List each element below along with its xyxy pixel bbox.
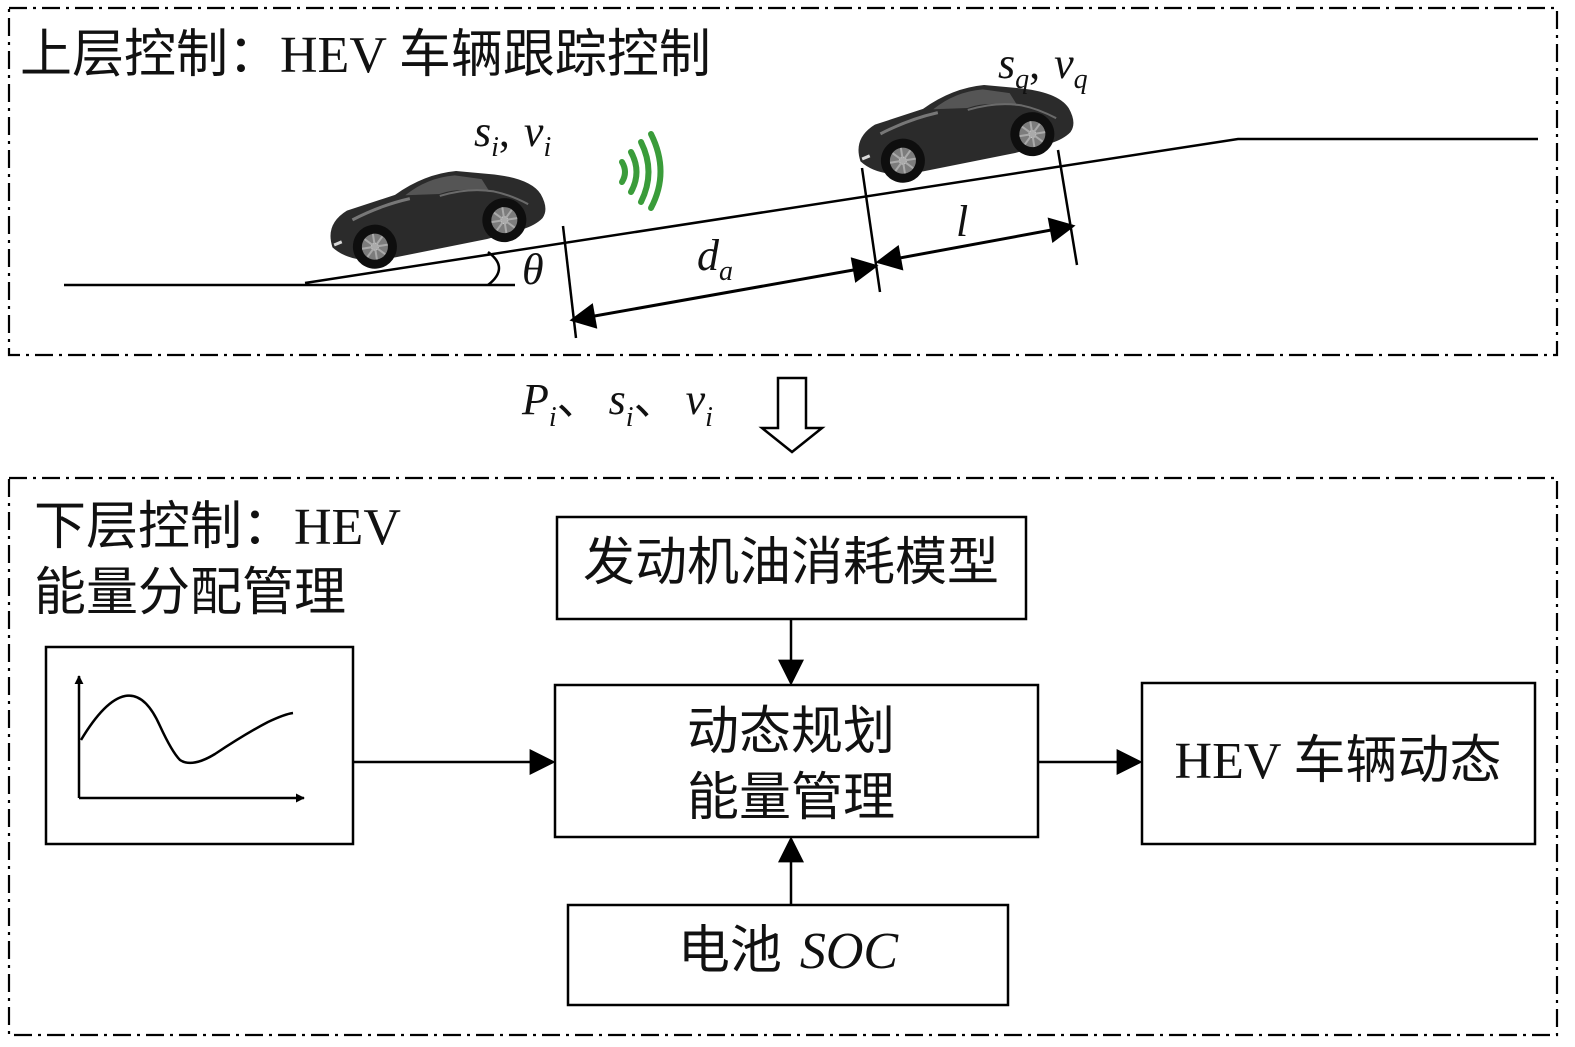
- front-car-icon: [849, 70, 1081, 191]
- driving-profile-box: [44, 645, 355, 846]
- dp-label-line1: 动态规划: [687, 704, 895, 761]
- lower-control-frame: [7, 476, 1559, 1037]
- slope-angle-arc: [487, 250, 501, 286]
- gap-extension-front: [860, 167, 882, 293]
- wireless-signal-icon: [619, 131, 664, 211]
- dp-energy-management-box: [553, 683, 1040, 839]
- battery-soc-box: [566, 903, 1010, 1007]
- hev-vehicle-dynamics-box: [1140, 681, 1537, 846]
- gap-dimension-arrow: [569, 257, 879, 329]
- length-extension-right: [1056, 149, 1079, 266]
- vehicle-length-label: l: [956, 197, 968, 246]
- rear-car-state-label: si,vi: [474, 107, 551, 163]
- line-chart-icon: [74, 675, 305, 803]
- length-dimension-arrow: [875, 217, 1076, 271]
- upper-control-title: 上层控制：HEV 车辆跟踪控制: [20, 27, 711, 84]
- front-car-state-label: sq,vq: [998, 39, 1088, 95]
- hev-vehicle-dynamics-label: HEV 车辆动态: [1175, 733, 1502, 790]
- hollow-down-arrow-icon: [758, 376, 826, 454]
- transfer-variables-label: Pi、si、vi: [521, 375, 713, 433]
- road-line: [64, 137, 1538, 287]
- lower-control-title-line1: 下层控制：HEV: [34, 499, 401, 556]
- gap-distance-label: da: [697, 231, 733, 287]
- dp-label-line2: 能量管理: [687, 770, 895, 827]
- slope-angle-label: θ: [522, 245, 544, 294]
- engine-fuel-model-label: 发动机油消耗模型: [583, 535, 999, 592]
- lower-control-title-line2: 能量分配管理: [34, 565, 346, 622]
- rear-car-icon: [321, 156, 553, 277]
- upper-control-frame: [7, 6, 1559, 357]
